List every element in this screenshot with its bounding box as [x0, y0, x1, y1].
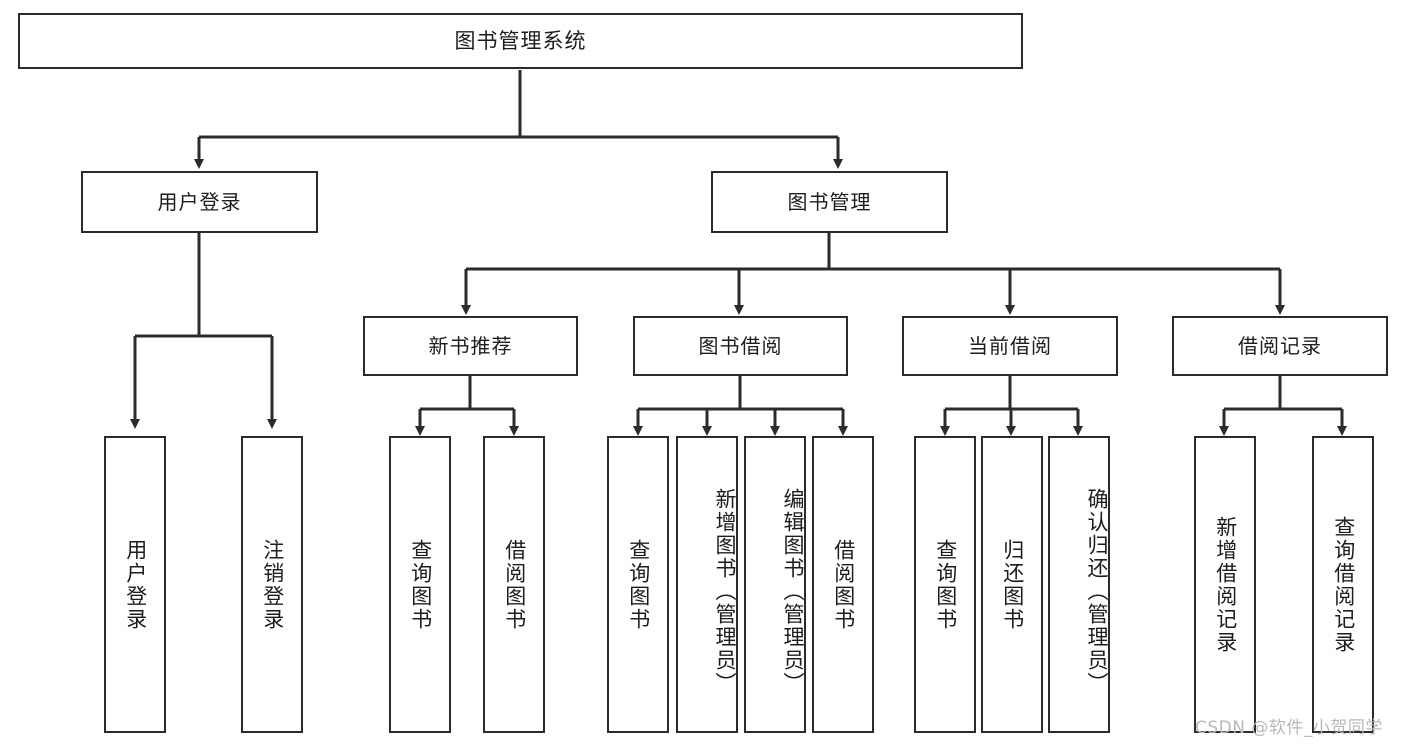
leaf-label: 查询借阅记录	[1331, 515, 1356, 654]
node-label: 图书管理系统	[454, 28, 587, 53]
node-root-system[interactable]: 图书管理系统	[18, 13, 1023, 69]
node-label: 借阅记录	[1238, 333, 1322, 358]
node-label: 当前借阅	[968, 333, 1052, 358]
node-new-book-recommend[interactable]: 新书推荐	[363, 316, 578, 376]
leaf-recommend-borrow-book[interactable]: 借阅图书	[483, 436, 545, 733]
node-label: 新书推荐	[428, 333, 513, 358]
leaf-record-add-record[interactable]: 新增借阅记录	[1194, 436, 1256, 733]
leaf-user-login-logout[interactable]: 注销登录	[241, 436, 303, 733]
node-label: 用户登录	[157, 189, 242, 214]
leaf-label: 查询图书	[626, 538, 651, 631]
leaf-label: 查询图书	[933, 538, 958, 631]
leaf-borrow-edit-book-admin[interactable]: 编辑图书（管理员）	[744, 436, 806, 733]
node-label: 图书管理	[787, 189, 872, 214]
leaf-label: 查询图书	[408, 538, 433, 631]
leaf-current-query-book[interactable]: 查询图书	[914, 436, 976, 733]
watermark: CSDN @软件_小贺同学	[1195, 718, 1383, 738]
leaf-label: 借阅图书	[831, 538, 856, 631]
leaf-current-return-book[interactable]: 归还图书	[981, 436, 1043, 733]
leaf-user-login-login[interactable]: 用户登录	[104, 436, 166, 733]
leaf-label: 注销登录	[260, 538, 285, 631]
leaf-label: 用户登录	[123, 538, 148, 631]
node-book-borrow[interactable]: 图书借阅	[633, 316, 848, 376]
leaf-record-query-record[interactable]: 查询借阅记录	[1312, 436, 1374, 733]
node-book-management[interactable]: 图书管理	[711, 171, 948, 233]
node-borrow-record[interactable]: 借阅记录	[1172, 316, 1388, 376]
leaf-label: 新增图书（管理员）	[713, 488, 737, 695]
leaf-label: 归还图书	[1000, 538, 1025, 631]
leaf-borrow-query-book[interactable]: 查询图书	[607, 436, 669, 733]
node-user-login[interactable]: 用户登录	[81, 171, 318, 233]
leaf-label: 编辑图书（管理员）	[781, 488, 805, 695]
leaf-label: 借阅图书	[502, 538, 527, 631]
leaf-label: 确认归还（管理员）	[1085, 488, 1109, 695]
leaf-label: 新增借阅记录	[1213, 515, 1238, 654]
leaf-current-confirm-return-admin[interactable]: 确认归还（管理员）	[1048, 436, 1110, 733]
node-current-borrow[interactable]: 当前借阅	[902, 316, 1118, 376]
leaf-borrow-borrow-book[interactable]: 借阅图书	[812, 436, 874, 733]
node-label: 图书借阅	[698, 333, 783, 358]
leaf-borrow-add-book-admin[interactable]: 新增图书（管理员）	[676, 436, 738, 733]
leaf-recommend-query-book[interactable]: 查询图书	[389, 436, 451, 733]
